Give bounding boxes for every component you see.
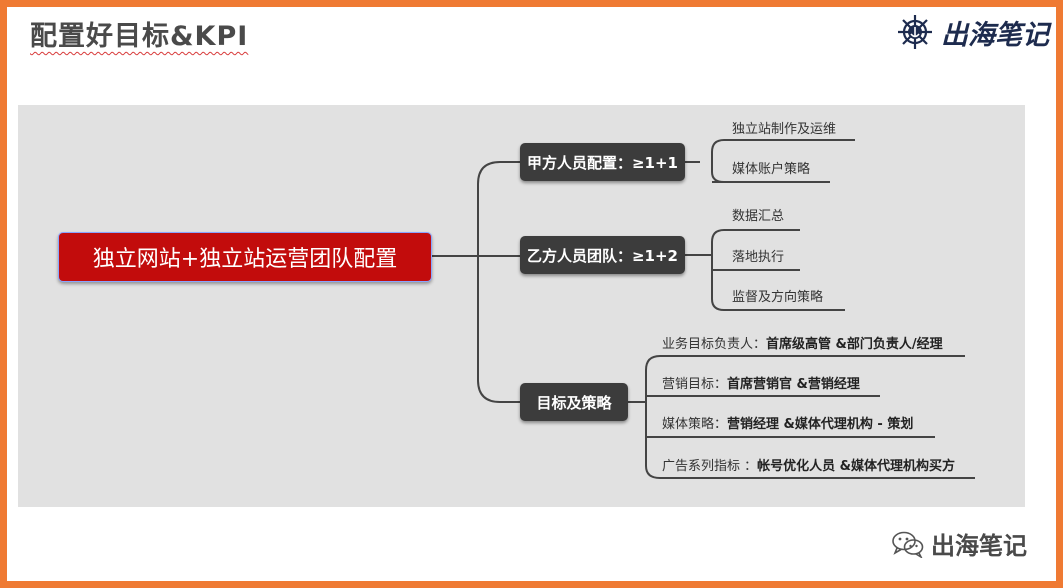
leaf-supervision-direction: 监督及方向策略	[732, 290, 824, 305]
trunk-connector	[477, 161, 501, 403]
leaf-marketing-goal: 营销目标：首席营销官 &营销经理	[662, 377, 860, 392]
branch-goals-strategy: 目标及策略	[520, 383, 628, 421]
connector-group-1	[685, 139, 725, 183]
ship-wheel-anchor-icon	[898, 15, 932, 49]
brand-logo: 出海笔记	[893, 12, 1049, 52]
leaf-campaign-metrics: 广告系列指标 ：帐号优化人员 &媒体代理机构买方	[662, 459, 956, 474]
leaf-media-strategy: 媒体策略：营销经理 &媒体代理机构 - 策划	[662, 417, 914, 432]
leaf-business-goal-owner: 业务目标负责人：首席级高管 &部门负责人/经理	[662, 337, 943, 352]
watermark: 出海笔记	[891, 526, 1027, 561]
leaf-site-build-ops: 独立站制作及运维	[732, 122, 837, 137]
leaf-media-account-strategy: 媒体账户策略	[732, 162, 811, 177]
branch-party-a: 甲方人员配置：≥1+1	[520, 143, 685, 181]
wechat-icon	[892, 531, 924, 558]
brand-name: 出海笔记	[941, 19, 1049, 51]
root-node: 独立网站+独立站运营团队配置	[58, 232, 432, 282]
leaf-execution: 落地执行	[732, 250, 785, 265]
page-title: 配置好目标&KPI	[30, 21, 249, 52]
watermark-text: 出海笔记	[931, 532, 1027, 560]
connector-group-3	[628, 355, 661, 479]
branch-party-b: 乙方人员团队：≥1+2	[520, 236, 685, 274]
leaf-data-summary: 数据汇总	[732, 209, 785, 224]
